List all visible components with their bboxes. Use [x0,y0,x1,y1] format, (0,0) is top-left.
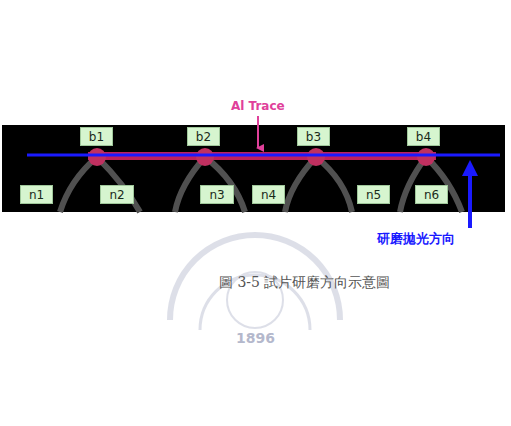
pad-label-box: n4 [252,185,285,204]
pad-label-box: n1 [20,185,53,204]
pad-label: b4 [416,130,431,144]
polish-line [27,154,500,157]
pad-label: n4 [261,188,276,202]
pad-label-box: b4 [407,127,440,146]
pad-label: n5 [366,188,381,202]
pad-label: n1 [29,188,44,202]
direction-label: 研磨拋光方向 [377,230,455,248]
pad-label: n6 [424,188,439,202]
pad-label-box: n3 [200,185,234,204]
watermark-text: 1896 [236,330,275,346]
leader-arrow [257,116,259,148]
bond-pads [88,148,435,166]
specimen-band [2,125,505,212]
direction-arrowhead [462,160,478,176]
pad-label-box: n5 [357,185,390,204]
pad-label-box: b2 [187,127,220,146]
callout-label: Al Trace [231,99,285,113]
pad-label: n2 [109,188,124,202]
pad-label: n3 [209,188,224,202]
pad-label-box: n6 [415,185,448,204]
pad-label-box: b3 [297,127,330,146]
pad-label: b3 [306,130,321,144]
figure-caption: 圖 3-5 試片研磨方向示意圖 [219,274,390,292]
pad-label-box: b1 [80,127,113,146]
pad-label: b2 [196,130,211,144]
pad-label: b1 [89,130,104,144]
pad-label-box: n2 [100,185,134,204]
metal-traces [60,157,462,212]
direction-arrow [468,175,472,228]
